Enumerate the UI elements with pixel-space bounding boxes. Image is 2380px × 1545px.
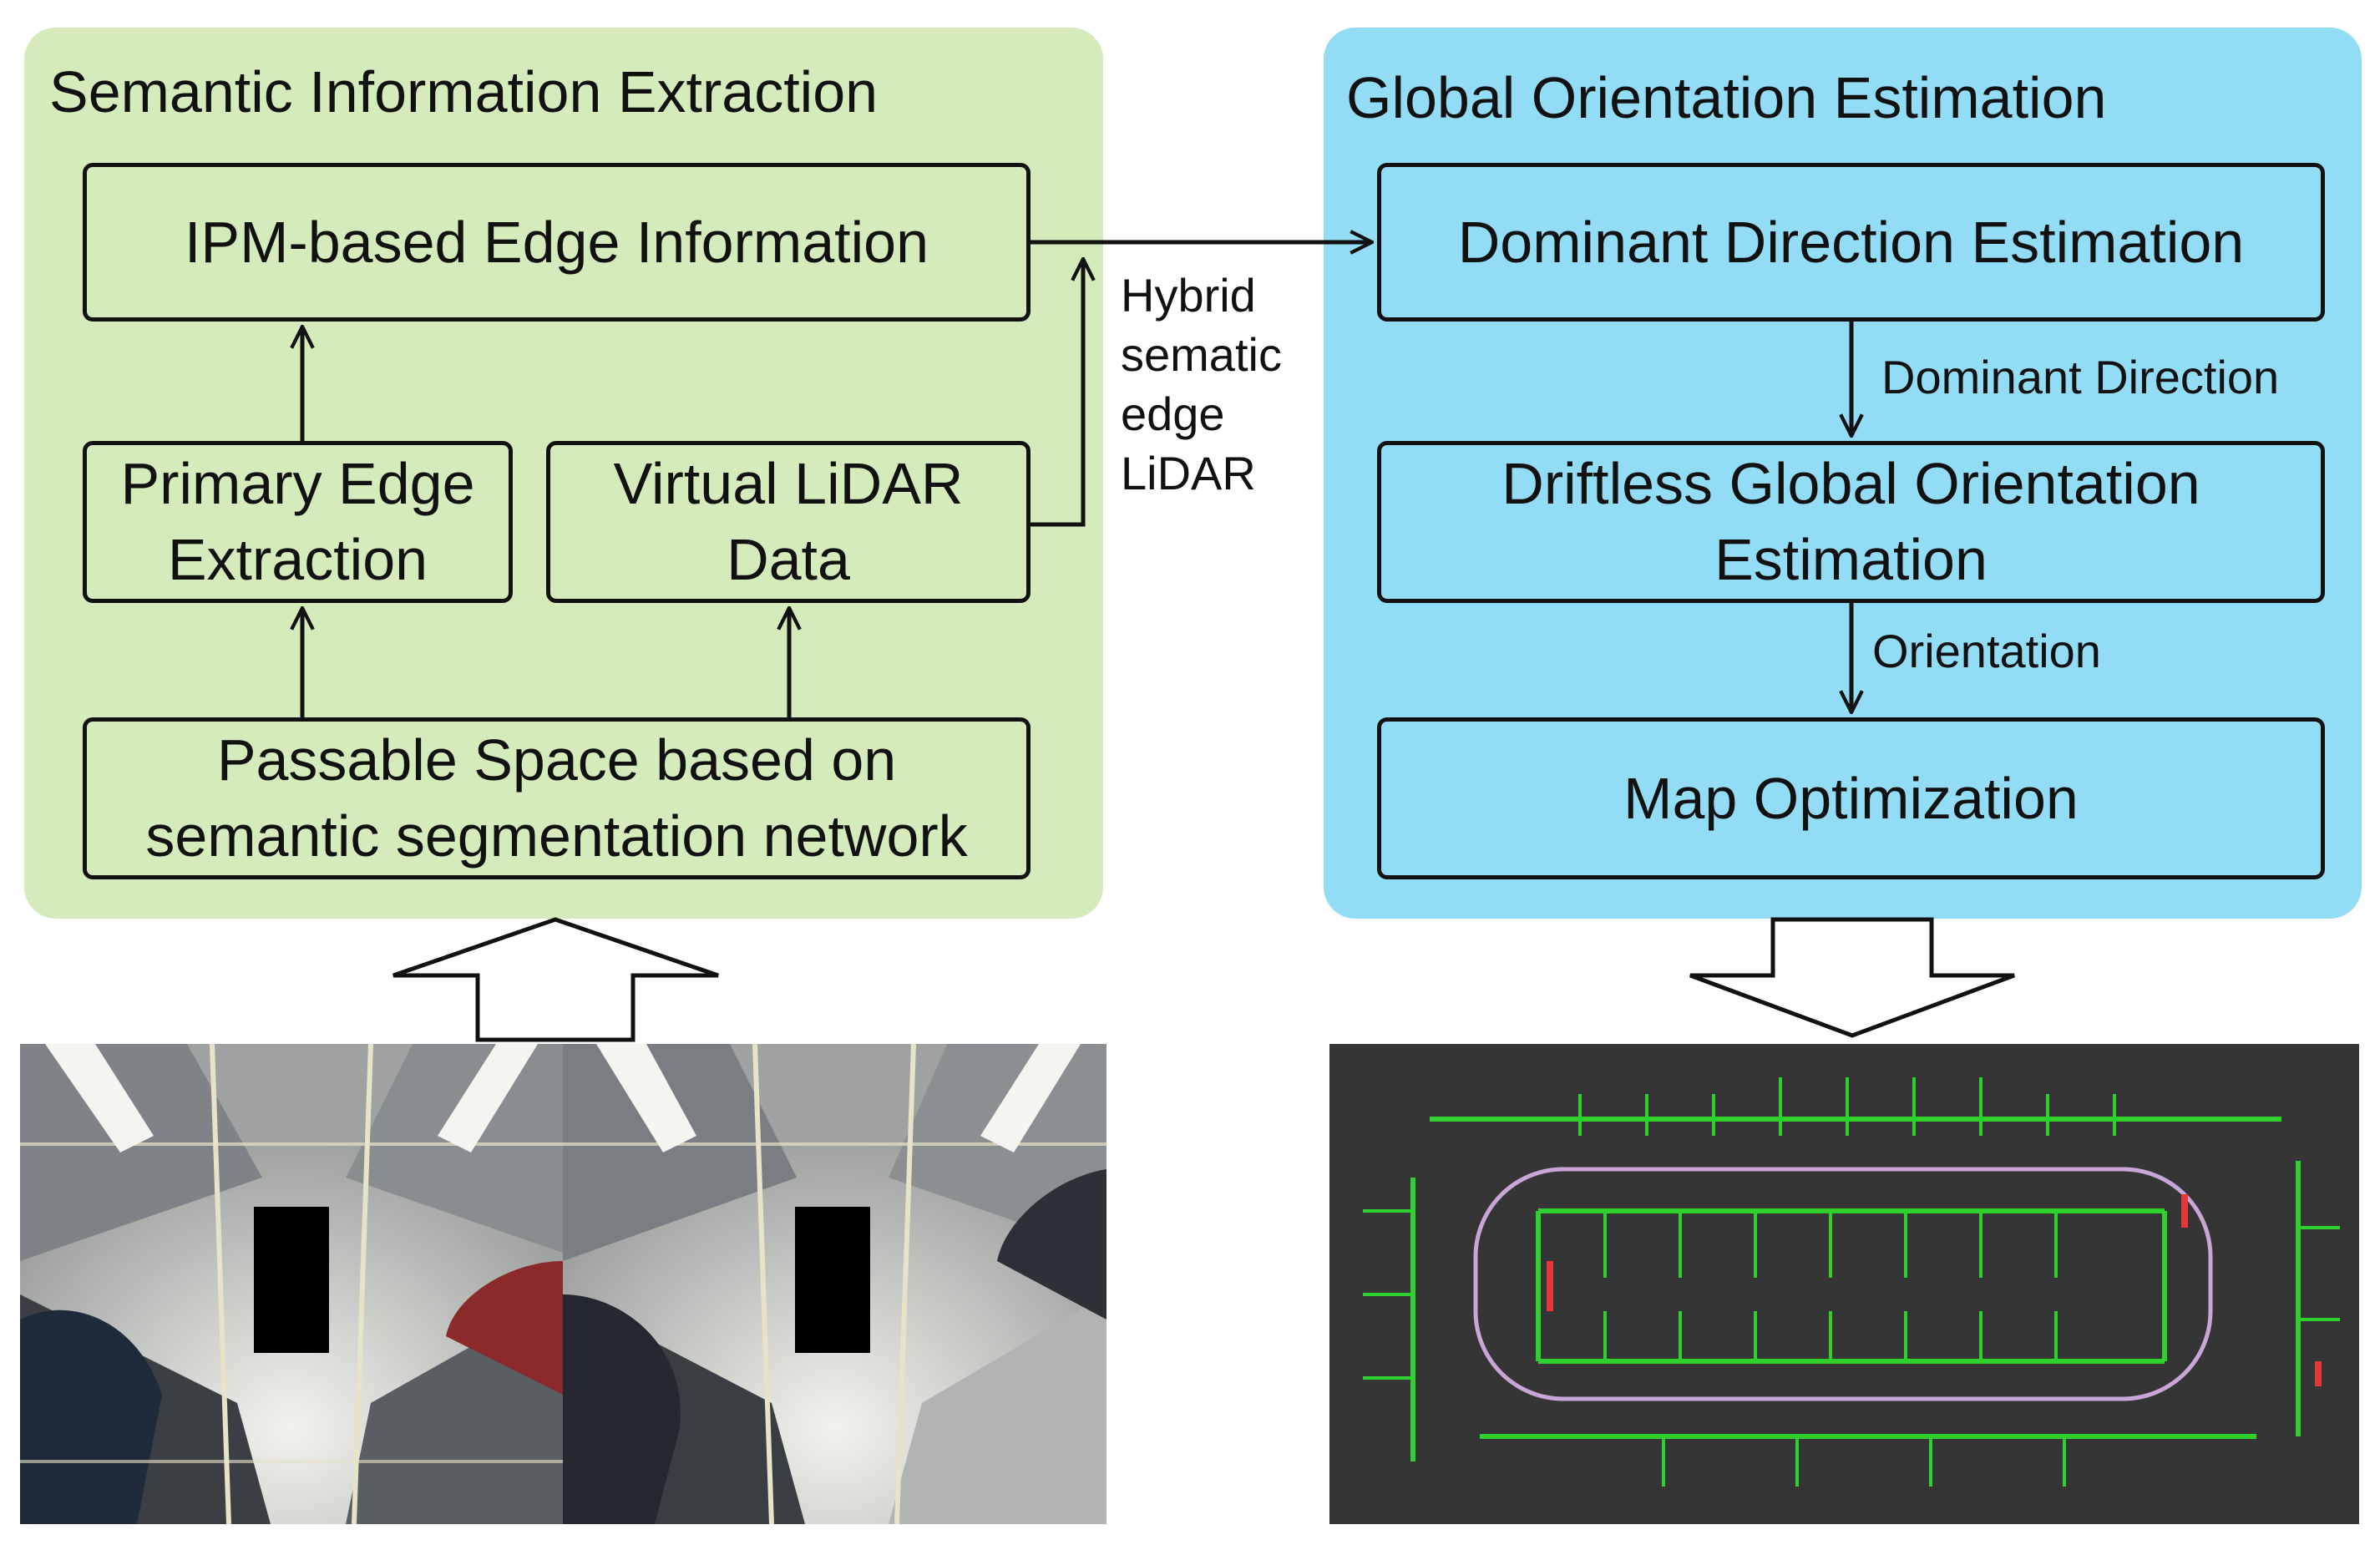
passable-space-label-line2: semantic segmentation network [145, 803, 968, 869]
orientation-label: Orientation [1872, 625, 2101, 677]
point-cloud-map-graphic [1329, 1044, 2359, 1524]
dominant-direction-estimation-label: Dominant Direction Estimation [1457, 209, 2245, 275]
parking-lot-surround-view-graphic [20, 1044, 1106, 1524]
virtual-lidar-label-line2: Data [727, 527, 850, 592]
dominant-direction-estimation-box: Dominant Direction Estimation [1377, 163, 2325, 322]
virtual-lidar-label-line1: Virtual LiDAR [613, 451, 964, 516]
driftless-label-line2: Estimation [1714, 527, 1988, 592]
map-optimization-label: Map Optimization [1623, 765, 2079, 831]
virtual-lidar-data-box: Virtual LiDAR Data [546, 441, 1030, 603]
hybrid-label-line1: Hybrid [1121, 269, 1256, 322]
global-orientation-panel [1324, 28, 2362, 919]
big-arrow-up-input [392, 917, 719, 1042]
global-orientation-title: Global Orientation Estimation [1346, 65, 2107, 130]
dominant-direction-label: Dominant Direction [1881, 351, 2280, 403]
hybrid-label-line2: sematic [1121, 328, 1282, 382]
parking-lot-surround-view-image [20, 1044, 1106, 1524]
ipm-edge-information-label: IPM-based Edge Information [184, 209, 929, 275]
primary-edge-label-line1: Primary Edge [120, 451, 475, 516]
driftless-label-line1: Driftless Global Orientation [1501, 451, 2200, 516]
big-arrow-down-output [1689, 917, 2015, 1038]
primary-edge-extraction-box: Primary Edge Extraction [83, 441, 513, 603]
hybrid-label-line4: LiDAR [1121, 447, 1256, 500]
map-optimization-box: Map Optimization [1377, 717, 2325, 879]
passable-space-box: Passable Space based on semantic segment… [83, 717, 1030, 879]
arrow-virtual-lidar-to-hybrid [1030, 259, 1083, 527]
point-cloud-map-image [1329, 1044, 2359, 1524]
hybrid-label-line3: edge [1121, 388, 1225, 441]
primary-edge-label-line2: Extraction [167, 527, 428, 592]
semantic-extraction-title: Semantic Information Extraction [49, 59, 879, 124]
semantic-extraction-panel [24, 28, 1103, 919]
passable-space-label-line1: Passable Space based on [216, 727, 897, 793]
hybrid-edge-lidar-label: Hybrid sematic edge LiDAR [1121, 266, 1282, 503]
driftless-orientation-box: Driftless Global Orientation Estimation [1377, 441, 2325, 603]
ipm-edge-information-box: IPM-based Edge Information [83, 163, 1030, 322]
